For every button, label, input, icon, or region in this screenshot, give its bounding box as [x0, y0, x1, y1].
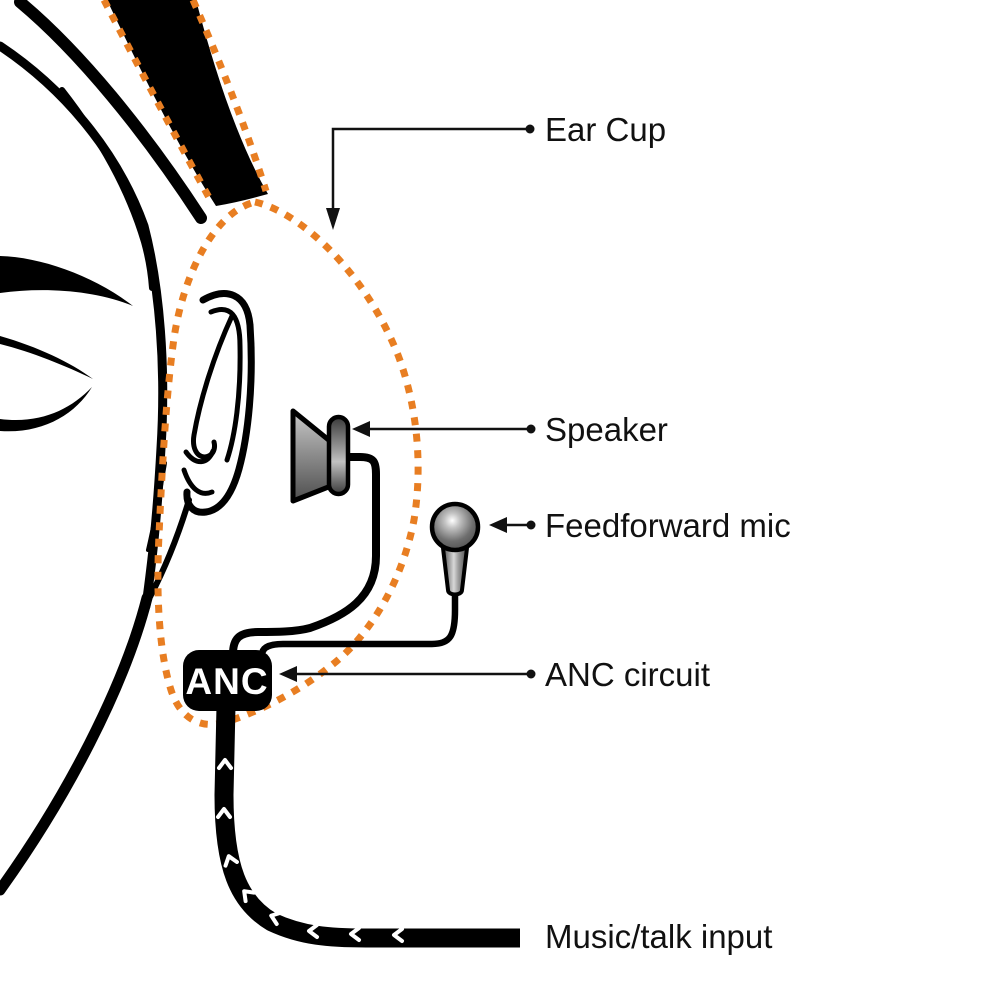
jaw-line [0, 592, 153, 896]
leader-dot [526, 520, 536, 530]
label-music-talk-input: Music/talk input [545, 918, 772, 955]
ear-antihelix-fold [191, 313, 235, 460]
cable-chevron [223, 854, 239, 868]
internal-wires [229, 453, 459, 659]
leader-speaker [352, 421, 536, 437]
hair-strand [59, 87, 155, 291]
leader-dot [526, 424, 536, 434]
arrowhead-down-icon [326, 208, 340, 230]
cable-chevron [349, 926, 361, 942]
leader-line [331, 127, 528, 212]
arrowhead-left-icon [279, 666, 297, 682]
label-anc-circuit: ANC circuit [545, 656, 710, 693]
cable-chevron [307, 923, 319, 939]
mic-wire [258, 581, 459, 659]
anc-chip: ANC [183, 650, 272, 711]
label-speaker: Speaker [545, 411, 668, 448]
head-profile-illustration [0, 0, 255, 896]
headband-dash-right [189, 0, 270, 193]
leader-anc-circuit [279, 666, 536, 682]
leader-ear-cup [326, 124, 535, 230]
label-ear-cup: Ear Cup [545, 111, 666, 148]
behind-ear-line [147, 497, 192, 600]
arrowhead-left-icon [489, 517, 507, 533]
ear-helix-inner [208, 307, 243, 463]
leader-dot [525, 124, 535, 134]
ear-concha-line [183, 448, 216, 465]
cable-chevron [217, 758, 233, 770]
cable-chevron [269, 910, 283, 927]
headband-dash-left [100, 0, 216, 205]
mic-ball [429, 501, 481, 553]
audio-cable [214, 705, 520, 948]
cable-chevron [242, 889, 257, 904]
cable-chevron [216, 807, 232, 819]
eye-upper-lid [0, 336, 93, 379]
headband [100, 0, 270, 206]
cable-chevron [392, 927, 404, 943]
cable-flow-chevrons [216, 758, 404, 943]
headband-band [107, 0, 268, 206]
ear-cup-dashed-outline [154, 198, 422, 728]
cable-path [214, 705, 520, 948]
ear-outer-outline [183, 290, 255, 516]
label-feedforward-mic: Feedforward mic [545, 507, 791, 544]
hairline-stroke [14, 0, 207, 224]
eye-lower-lash [0, 387, 92, 432]
leader-feedforward-mic [489, 517, 536, 533]
ear [181, 290, 255, 516]
ear-tragus-line [181, 467, 215, 496]
eyebrow [0, 256, 133, 306]
feedforward-mic-icon [429, 501, 481, 597]
labels: Ear Cup Speaker Feedforward mic ANC circ… [545, 111, 791, 955]
leader-lines [279, 124, 536, 682]
anc-chip-body [183, 650, 272, 711]
anc-chip-label: ANC [185, 661, 268, 702]
mic-stem [441, 546, 469, 597]
speaker-wire [229, 453, 380, 658]
speaker-icon [290, 408, 351, 504]
speaker-driver [326, 414, 351, 497]
arrowhead-left-icon [352, 421, 370, 437]
leader-dot [526, 669, 536, 679]
